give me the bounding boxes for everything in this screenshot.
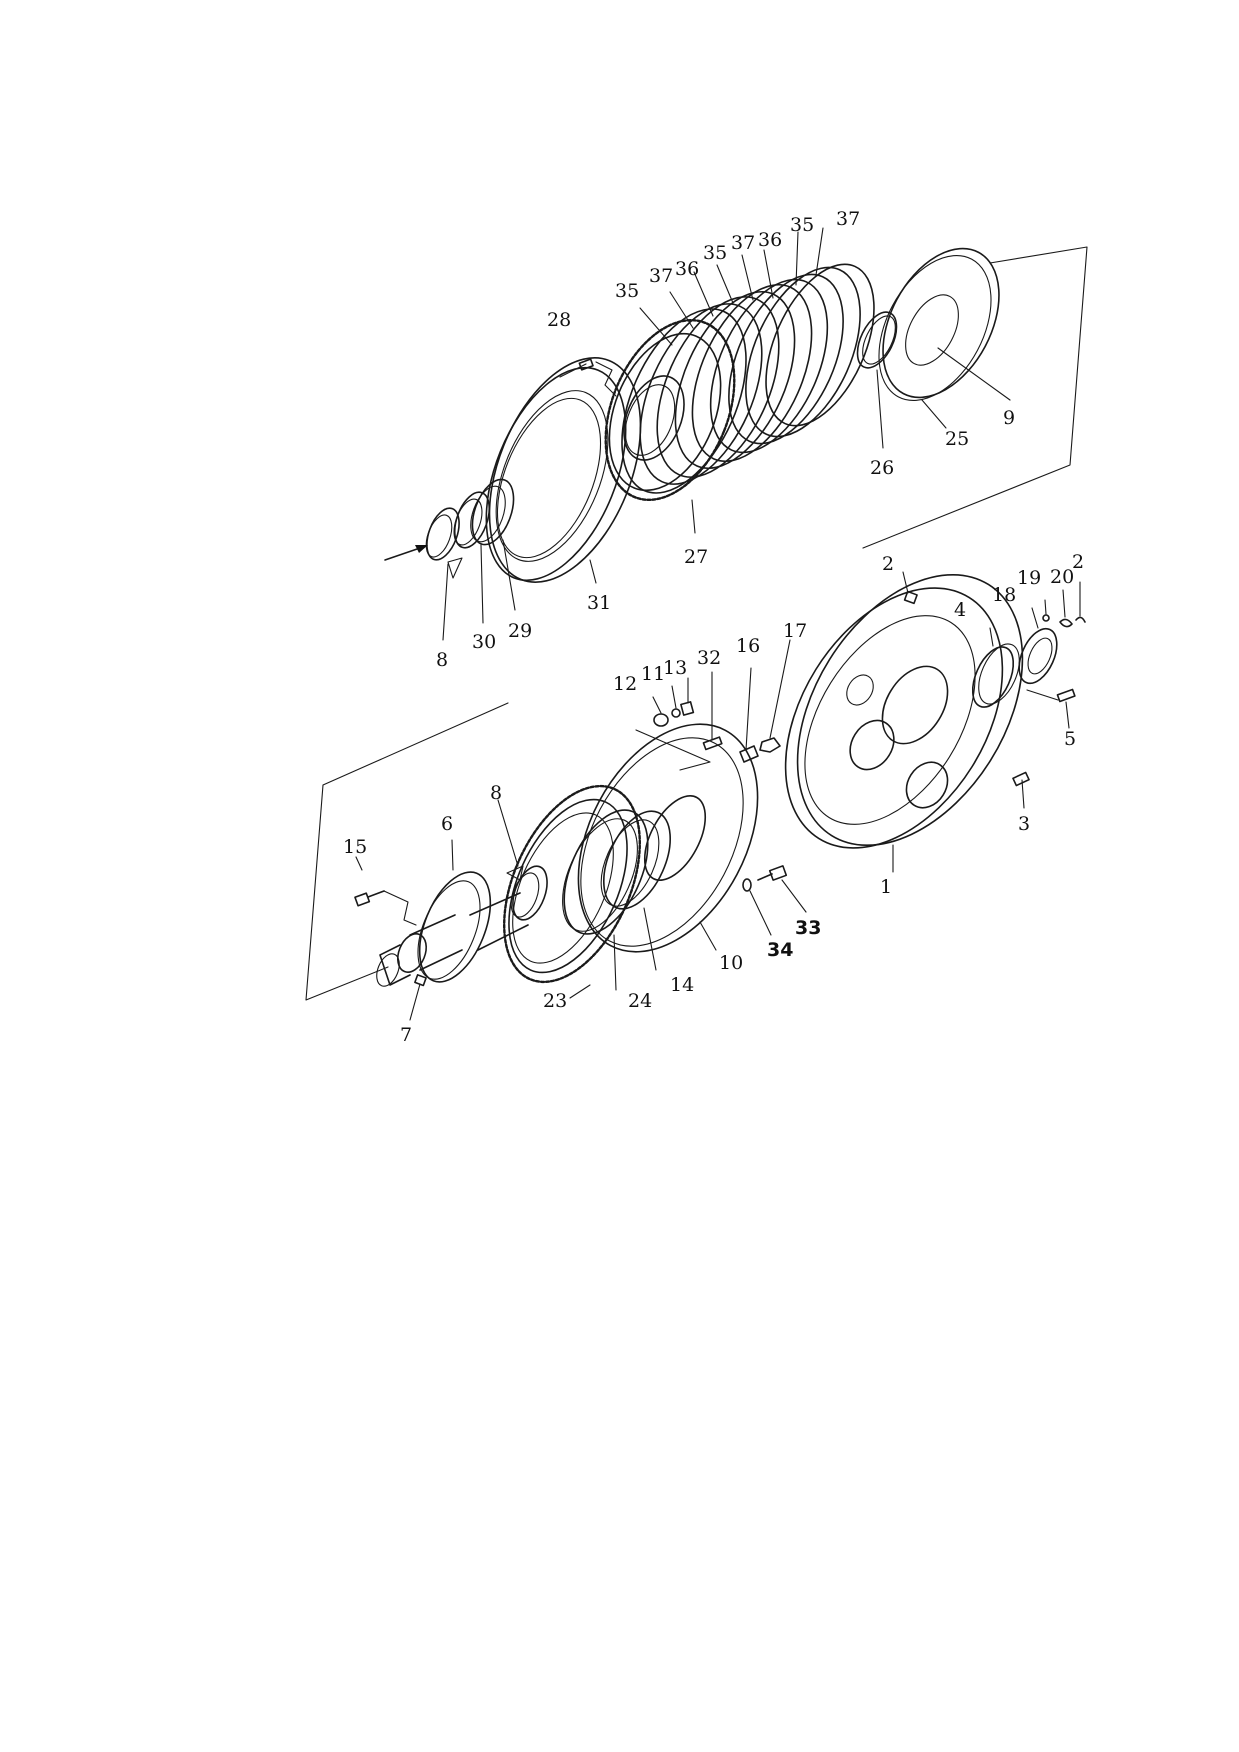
label-8-upper: 8 (436, 649, 448, 671)
lower-group-bracket (305, 702, 509, 1001)
label-21: 2 (1072, 551, 1084, 573)
parts-35-36-37-clutch-stack (621, 263, 875, 494)
label-4: 4 (954, 599, 966, 621)
part-5-pin (1026, 688, 1076, 703)
part-18-retainer (1018, 627, 1058, 685)
part-12-plug (653, 713, 669, 727)
label-11: 11 (641, 663, 665, 685)
part-8-collar-lower (506, 865, 548, 921)
label-23: 23 (543, 990, 567, 1012)
assembly-arrow (384, 545, 428, 561)
label-27: 27 (684, 546, 708, 568)
label-36-top: 36 (758, 229, 782, 251)
part-9-end-plate (878, 247, 1000, 402)
label-35-low: 35 (615, 280, 639, 302)
label-32: 32 (697, 647, 721, 669)
part-8-collar-upper (425, 507, 463, 579)
part-1-main-housing (784, 573, 1024, 849)
part-10-carrier-plate (577, 723, 759, 953)
part-31-piston-ring-housing (485, 357, 642, 583)
part-3-dowel-pin (1012, 771, 1030, 787)
part-29-bearing (470, 478, 515, 546)
label-14: 14 (670, 974, 694, 996)
label-37-mid: 37 (731, 232, 755, 254)
part-7-set-screw (414, 974, 427, 987)
part-20-spring-clip (1059, 618, 1073, 628)
part-32-pin (635, 729, 723, 771)
label-35-top: 35 (790, 214, 814, 236)
label-20: 20 (1050, 566, 1074, 588)
part-23-ring-gear (503, 784, 641, 984)
part-6-output-shaft (376, 871, 529, 987)
label-29: 29 (508, 620, 532, 642)
label-28: 28 (547, 309, 571, 331)
part-24-ring (562, 809, 649, 935)
part-17-nut (759, 737, 781, 753)
label-18: 18 (992, 584, 1016, 606)
label-13: 13 (663, 657, 687, 679)
label-19: 19 (1017, 567, 1041, 589)
label-1: 1 (880, 876, 892, 898)
label-12: 12 (613, 673, 637, 695)
part-34-washer (742, 878, 752, 892)
upper-leader-lines (442, 227, 1011, 641)
label-9: 9 (1003, 407, 1015, 429)
label-7: 7 (400, 1024, 412, 1046)
label-25: 25 (945, 428, 969, 450)
lower-leader-lines (355, 571, 1081, 1021)
part-4-bushing (971, 643, 1020, 708)
part-21-clip (1075, 616, 1086, 623)
label-30: 30 (472, 631, 496, 653)
part-13-plug (680, 701, 695, 716)
label-37-top: 37 (836, 208, 860, 230)
part-14-bearing (600, 810, 671, 910)
label-15: 15 (343, 836, 367, 858)
part-2-plug (903, 590, 918, 605)
label-37-low: 37 (649, 265, 673, 287)
part-27-clutch-hub (604, 318, 736, 502)
label-2: 2 (882, 553, 894, 575)
label-6: 6 (441, 813, 453, 835)
label-8-lower: 8 (490, 782, 502, 804)
label-24: 24 (628, 990, 652, 1012)
part-33-bolt (757, 865, 788, 881)
part-19-ball (1042, 614, 1050, 622)
label-26: 26 (870, 457, 894, 479)
label-10: 10 (719, 952, 743, 974)
label-5: 5 (1064, 728, 1076, 750)
label-17: 17 (783, 620, 807, 642)
part-26-snap-ring (856, 311, 898, 369)
part-11-ball (671, 708, 681, 718)
label-31: 31 (587, 592, 611, 614)
callout-labels: 37 35 36 37 35 36 37 35 28 9 25 26 27 31… (343, 208, 1084, 1046)
label-35-mid: 35 (703, 242, 727, 264)
label-16: 16 (736, 635, 760, 657)
label-34: 34 (767, 939, 793, 961)
label-33: 33 (795, 917, 821, 939)
part-16-elbow-fitting (739, 745, 759, 763)
part-15-bolt (354, 890, 417, 926)
upper-group-bracket (862, 246, 1088, 549)
label-36-mid: 36 (675, 258, 699, 280)
label-3: 3 (1018, 813, 1030, 835)
